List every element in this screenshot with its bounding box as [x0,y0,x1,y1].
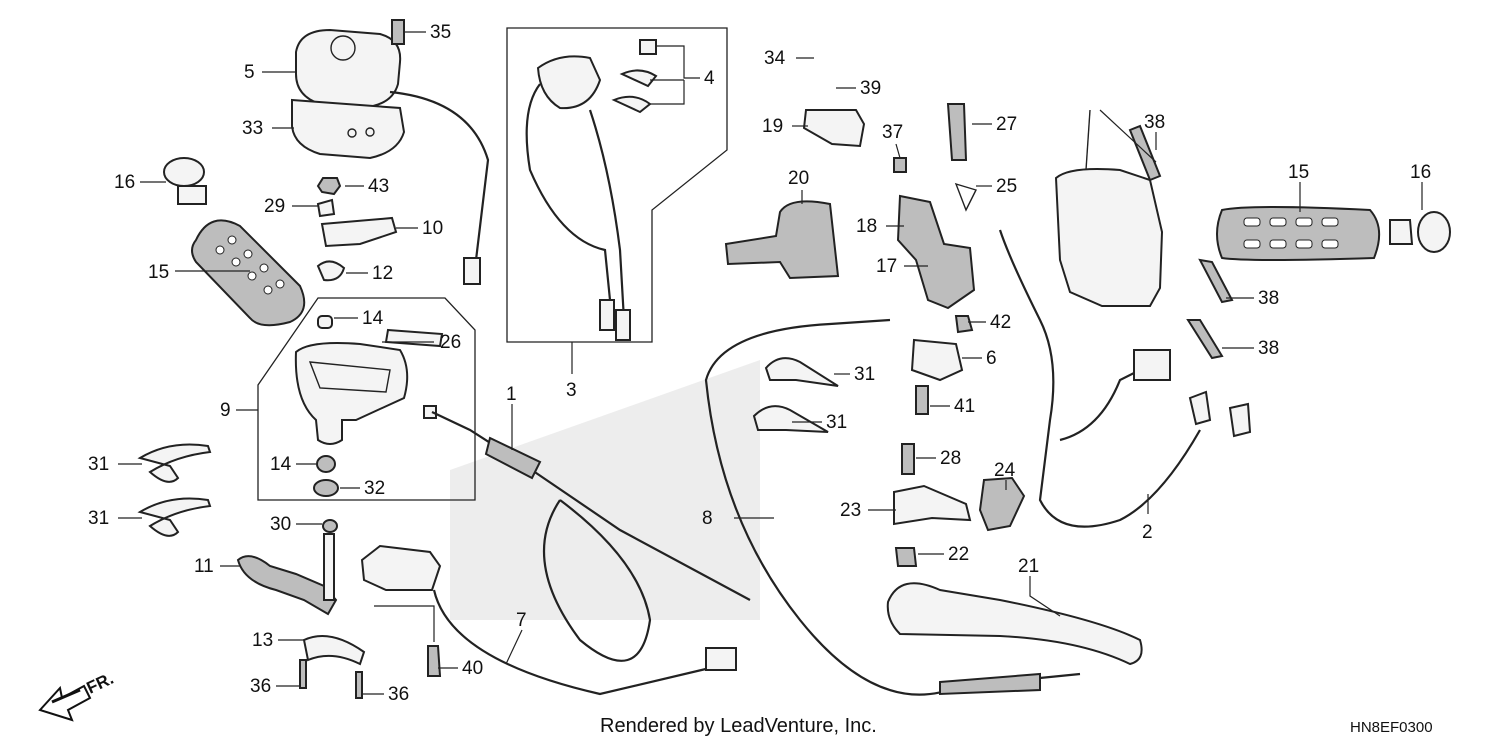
callout-5: 5 [244,62,255,83]
callout-16-left: 16 [114,172,135,193]
callout-36-a: 36 [250,676,271,697]
callout-25: 25 [996,176,1017,197]
callout-30: 30 [270,514,291,535]
callout-42: 42 [990,312,1011,333]
front-direction-arrow-icon: FR. [38,669,117,722]
callout-33: 33 [242,118,263,139]
callout-13: 13 [252,630,273,651]
callout-38-mid: 38 [1258,288,1279,309]
assembly-box-3 [506,27,728,343]
callout-16-right: 16 [1410,162,1431,183]
brake-switch [360,544,737,696]
callout-37: 37 [882,122,903,143]
right-grip [1216,206,1451,261]
callout-10: 10 [422,218,443,239]
callout-31-b: 31 [88,508,109,529]
switch-harness [525,39,658,341]
callout-14-top: 14 [362,308,384,329]
callout-14-bottom: 14 [270,454,292,475]
cable-straps-left [137,443,212,537]
callout-31-c: 31 [854,364,875,385]
callout-7: 7 [516,610,527,631]
callout-39: 39 [860,78,881,99]
callout-19: 19 [762,116,783,137]
callout-1: 1 [506,384,517,405]
callout-35: 35 [430,22,451,43]
callout-15-right: 15 [1288,162,1309,183]
callout-28: 28 [940,448,961,469]
throttle-body [294,315,444,497]
callout-17: 17 [876,256,897,277]
left-grip [163,157,306,327]
brake-lever-assembly [724,103,1143,666]
diagram-code: HN8EF0300 [1350,719,1433,736]
callout-40: 40 [462,658,483,679]
callout-20: 20 [788,168,809,189]
brake-cable [704,318,1081,696]
leader-lines [118,31,1423,695]
callout-29: 29 [264,196,285,217]
callout-12: 12 [372,263,393,284]
throttle-cable [431,411,751,662]
callout-43: 43 [368,176,389,197]
callout-27: 27 [996,114,1017,135]
callout-24: 24 [994,460,1016,481]
callout-4: 4 [704,68,715,89]
parking-lever [236,519,366,699]
watermark [450,360,760,620]
callout-38-top: 38 [1144,112,1165,133]
throttle-housing [291,19,490,285]
callout-26: 26 [440,332,461,353]
callout-23: 23 [840,500,861,521]
callout-32: 32 [364,478,385,499]
callout-6: 6 [986,348,997,369]
callout-22: 22 [948,544,969,565]
callout-34: 34 [764,48,786,69]
callout-3: 3 [566,380,577,401]
right-switch-housing [998,109,1252,528]
callout-8: 8 [702,508,713,529]
callout-11: 11 [194,556,214,577]
render-credit: Rendered by LeadVenture, Inc. [600,715,877,737]
callout-15-left: 15 [148,262,169,283]
callout-numbers: 35 5 33 16 43 29 10 15 12 14 26 9 14 32 … [88,22,1431,705]
callout-36-b: 36 [388,684,409,705]
small-hardware-left [316,177,398,282]
callout-18: 18 [856,216,877,237]
callout-21: 21 [1018,556,1039,577]
assembly-box-9 [257,297,476,501]
callout-38-bottom: 38 [1258,338,1279,359]
callout-31-a: 31 [88,454,109,475]
callout-2: 2 [1142,522,1153,543]
callout-9: 9 [220,400,231,421]
callout-41: 41 [954,396,975,417]
callout-31-d: 31 [826,412,847,433]
